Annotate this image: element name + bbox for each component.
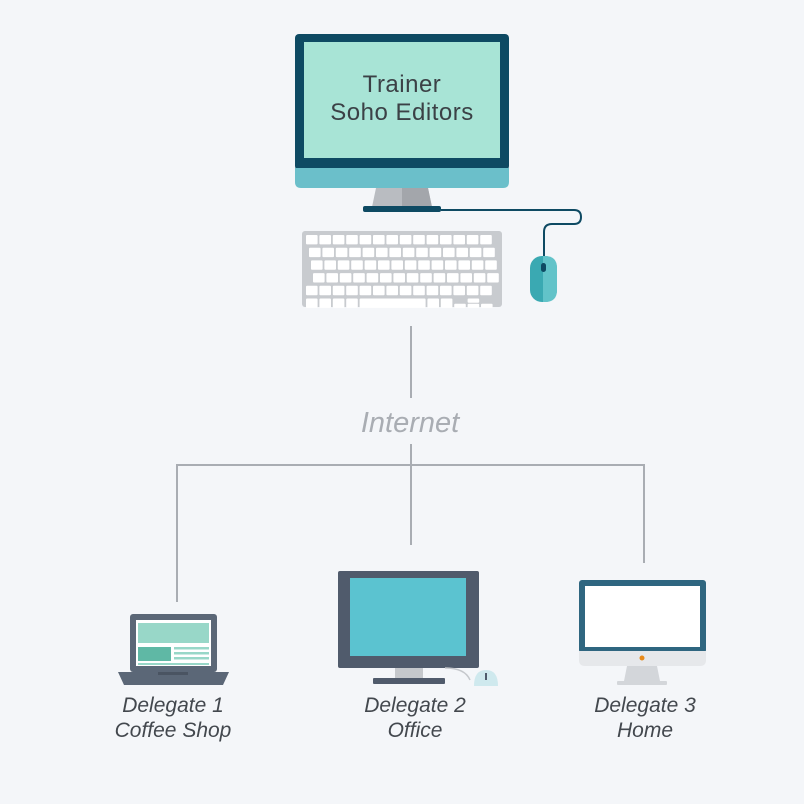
delegate-1-location: Coffee Shop xyxy=(115,719,232,742)
trainer-workstation: Trainer Soho Editors xyxy=(295,34,583,308)
delegate-3: Delegate 3 Home xyxy=(579,580,706,742)
mouse-cable xyxy=(441,209,583,258)
all-in-one-monitor-icon xyxy=(579,580,706,685)
delegate-3-name: Delegate 3 xyxy=(594,694,696,717)
delegate-2: Delegate 2 Office xyxy=(338,571,498,742)
trainer-title: Trainer xyxy=(363,71,442,98)
keyboard-icon xyxy=(302,231,502,308)
connector-lines xyxy=(176,326,645,602)
laptop-icon xyxy=(118,614,229,685)
delegate-1: Delegate 1 Coffee Shop xyxy=(115,614,232,742)
mouse-icon xyxy=(530,256,557,302)
delegate-1-name: Delegate 1 xyxy=(122,694,224,717)
trainer-subtitle: Soho Editors xyxy=(330,99,473,126)
delegate-2-location: Office xyxy=(388,719,443,742)
power-led-icon xyxy=(639,655,645,661)
trainer-monitor-icon xyxy=(295,34,509,212)
internet-label: Internet xyxy=(361,407,461,439)
desktop-monitor-icon xyxy=(338,571,498,686)
delegate-3-location: Home xyxy=(617,719,673,742)
delegate-2-name: Delegate 2 xyxy=(364,694,466,717)
